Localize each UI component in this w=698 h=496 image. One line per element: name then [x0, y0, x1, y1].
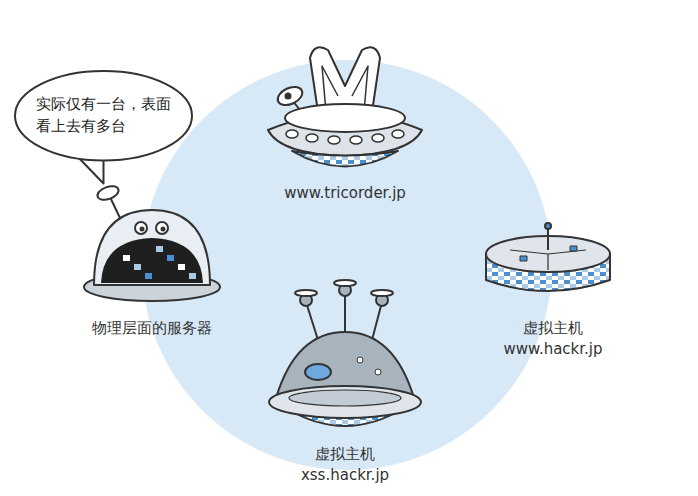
- bubble-text: 实际仅有一台，表面看上去有多台: [36, 94, 171, 138]
- screen-square: [145, 273, 152, 279]
- ufo-xss: [269, 280, 421, 426]
- screen-square: [189, 273, 196, 279]
- label-text: 虚拟主机 xss.hackr.jp: [301, 445, 389, 484]
- host-label: 虚拟主机 xss.hackr.jp: [289, 444, 401, 486]
- speech-bubble: 实际仅有一台，表面看上去有多台: [14, 70, 193, 162]
- screen-square: [178, 264, 185, 270]
- bubble-outline: [14, 70, 193, 162]
- ufo-tricorder: [268, 47, 422, 166]
- host-label: 虚拟主机 www.hackr.jp: [497, 318, 609, 360]
- ufo-hackr: [486, 223, 610, 291]
- screen-square: [134, 264, 141, 270]
- bubble-joint: [80, 156, 101, 157]
- label-text: www.tricorder.jp: [284, 184, 406, 202]
- bubble-ellipse: [15, 71, 192, 161]
- screen-square: [167, 255, 174, 261]
- label-text: 物理层面的服务器: [92, 319, 212, 337]
- host-label: www.tricorder.jp: [260, 183, 430, 204]
- physical-server-robot: [84, 184, 220, 301]
- screen-square: [123, 255, 130, 261]
- server-label: 物理层面的服务器: [67, 318, 237, 339]
- label-text: 虚拟主机 www.hackr.jp: [503, 319, 602, 358]
- screen-square: [156, 246, 163, 252]
